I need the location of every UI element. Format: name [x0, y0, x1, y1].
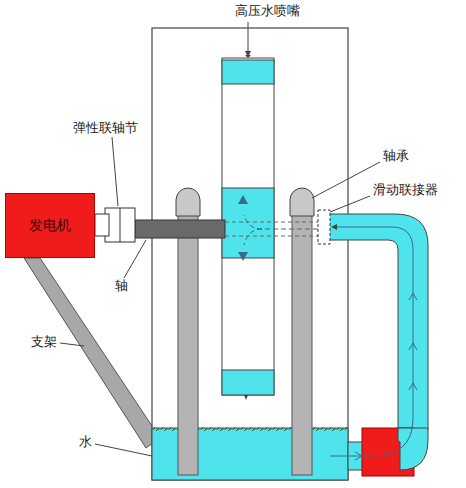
node-text: 发电机 — [29, 217, 71, 234]
bearing — [290, 188, 314, 216]
support-strut — [24, 258, 160, 448]
housing — [152, 28, 348, 480]
pillar — [178, 205, 198, 475]
leader-lines — [60, 22, 380, 456]
sliding-connector — [318, 210, 330, 244]
part-label: 高压水喷嘴 — [234, 3, 301, 19]
bearing — [176, 188, 200, 216]
part-label: 水 — [78, 434, 93, 450]
part-label: 轴承 — [382, 148, 410, 164]
runner-wheel — [222, 58, 274, 395]
shaft — [135, 220, 225, 238]
generator-box: 发电机 — [5, 193, 95, 258]
part-label: 支架 — [30, 334, 58, 350]
pillar — [292, 205, 312, 475]
water-pipe — [320, 214, 428, 430]
part-label: 弹性联轴节 — [72, 120, 139, 136]
part-label: 滑动联接器 — [372, 182, 439, 198]
part-label: 轴 — [114, 278, 129, 294]
